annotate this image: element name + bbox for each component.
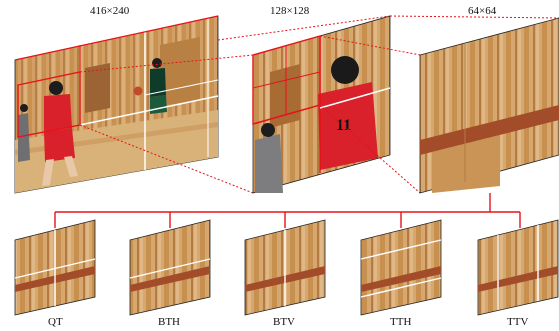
thumb-tth — [360, 219, 442, 316]
ctu-block: 11 — [252, 15, 391, 194]
thumb-btv — [244, 219, 326, 316]
player-red — [42, 81, 78, 186]
thumb-bth — [129, 219, 211, 316]
full-frame — [14, 15, 219, 194]
label-qt: QT — [48, 316, 63, 328]
thumb-qt — [14, 219, 96, 316]
label-btv: BTV — [273, 316, 295, 328]
label-ctu-size: 128×128 — [270, 5, 310, 17]
label-bth: BTH — [158, 316, 180, 328]
label-tth: TTH — [390, 316, 412, 328]
svg-text:11: 11 — [336, 117, 351, 134]
split-tree — [54, 193, 521, 228]
label-ttv: TTV — [507, 316, 529, 328]
bystander — [18, 104, 30, 162]
label-full-frame-size: 416×240 — [90, 5, 130, 17]
label-sub-block-size: 64×64 — [468, 5, 497, 17]
thumb-ttv — [477, 219, 559, 316]
sub-block — [419, 17, 559, 194]
